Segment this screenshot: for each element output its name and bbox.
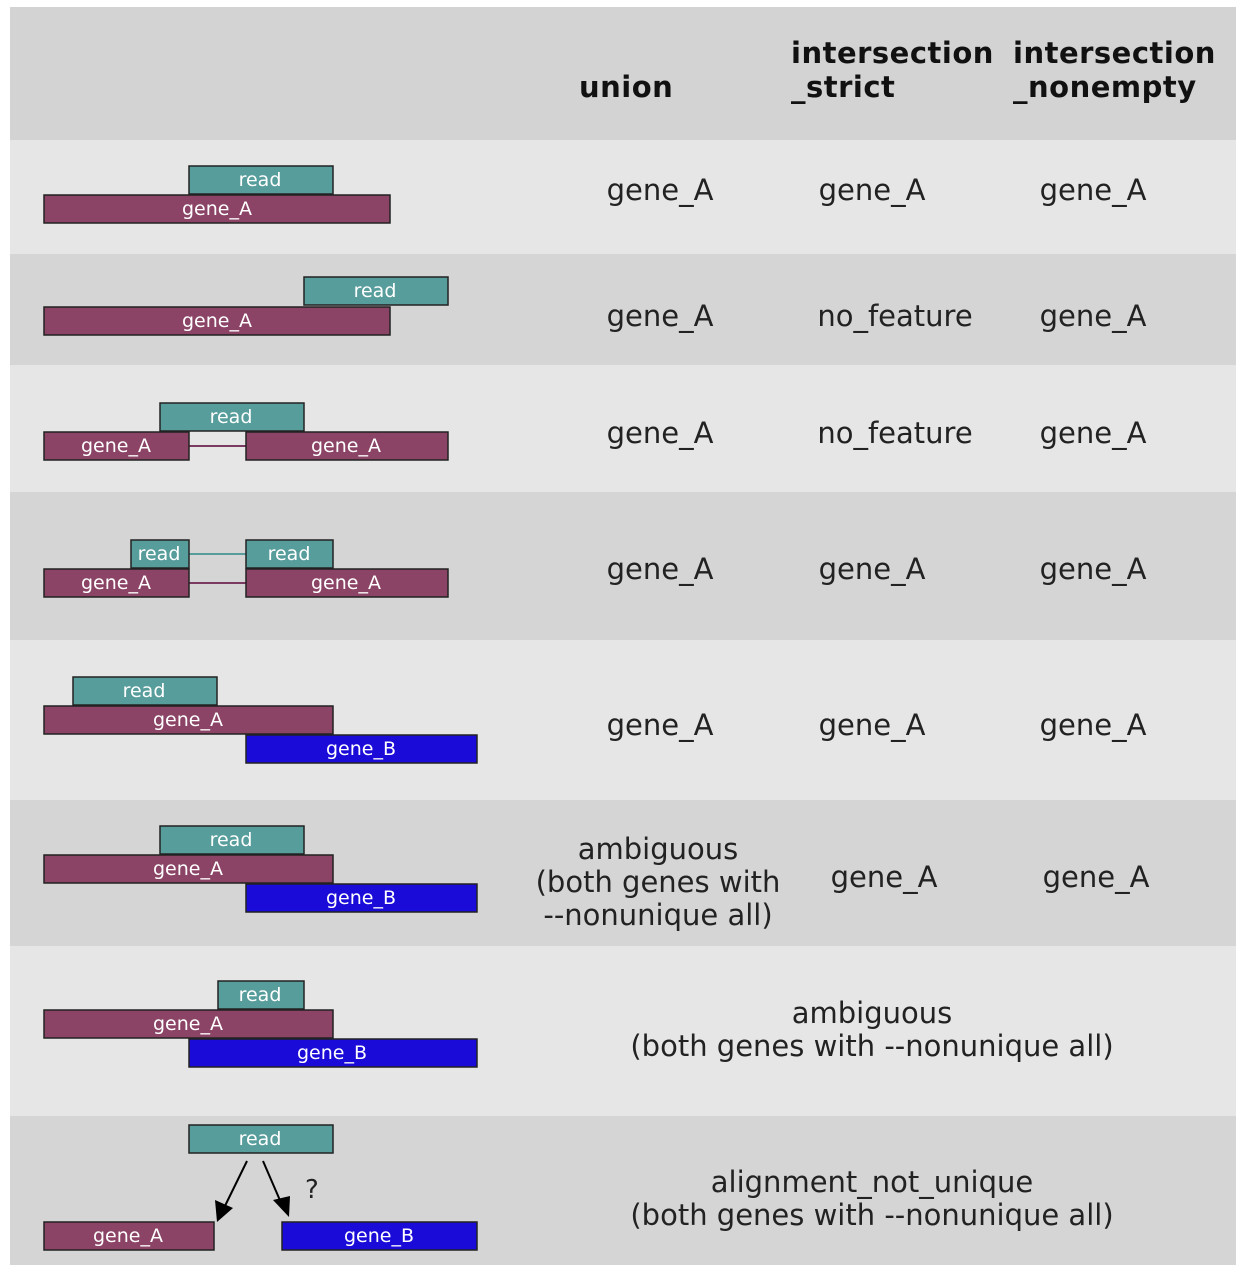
read-box <box>159 402 305 432</box>
read-label: read <box>210 406 253 428</box>
read-box-2 <box>245 539 334 569</box>
read-box <box>217 980 305 1010</box>
diagram-read-spans-intron: read gene_A gene_A <box>43 402 449 461</box>
nonempty-result: gene_A <box>1039 416 1147 450</box>
read-box <box>188 165 334 195</box>
union-result: gene_A <box>606 416 714 450</box>
gene-a-exon-1 <box>43 431 190 461</box>
nonempty-result: gene_A <box>1039 299 1147 333</box>
arrowhead-right <box>273 1196 290 1217</box>
union-result: gene_A <box>606 299 714 333</box>
gene-a-label: gene_A <box>182 198 252 220</box>
read-label: read <box>239 984 282 1006</box>
gene-a-box <box>43 705 334 735</box>
gene-a-label: gene_A <box>153 1013 223 1035</box>
table-row: read gene_A gene_A gene_A gene_A <box>10 140 1236 254</box>
gene-a-exon-2 <box>245 568 449 598</box>
table-row: read gene_A gene_A gene_A no_feature gen… <box>10 365 1236 492</box>
gene-b-label: gene_B <box>297 1042 367 1064</box>
gene-a-box <box>43 1221 215 1251</box>
header-intersection-nonempty: intersection _nonempty <box>1013 36 1216 104</box>
strict-result: gene_A <box>818 552 926 586</box>
table-row: read read gene_A gene_A gene_A gene_A ge… <box>10 492 1236 640</box>
read-label: read <box>239 1128 282 1150</box>
header-intersection-strict: intersection _strict <box>791 36 994 104</box>
read-label: read <box>268 543 311 565</box>
gene-a-label: gene_A <box>311 572 381 594</box>
table-row: read gene_A gene_B gene_A gene_A gene_A <box>10 640 1236 800</box>
gene-a-box <box>43 194 391 224</box>
header-row: union intersection _strict intersection … <box>10 7 1236 140</box>
arrowhead-left <box>215 1200 233 1222</box>
gene-b-label: gene_B <box>326 887 396 909</box>
strict-result: gene_A <box>818 708 926 742</box>
read-label: read <box>123 680 166 702</box>
gene-a-label: gene_A <box>182 310 252 332</box>
strict-result: gene_A <box>830 860 938 894</box>
diagram-multimapping-read: read ? gene_A gene_B <box>43 1124 478 1251</box>
gene-a-label: gene_A <box>311 435 381 457</box>
gene-b-box <box>245 734 478 764</box>
table-row: read gene_A gene_A no_feature gene_A <box>10 254 1236 365</box>
read-label: read <box>210 829 253 851</box>
read-box <box>72 676 218 706</box>
gene-b-label: gene_B <box>326 738 396 760</box>
nonempty-result: gene_A <box>1039 552 1147 586</box>
read-label: read <box>239 169 282 191</box>
nonempty-result: gene_A <box>1039 173 1147 207</box>
htseq-count-modes-table: union intersection _strict intersection … <box>10 7 1236 1265</box>
table-row: read gene_A gene_B ambiguous (both genes… <box>10 800 1236 946</box>
read-box-1 <box>130 539 190 569</box>
union-result: ambiguous (both genes with --nonunique a… <box>535 832 781 932</box>
diagram-read-overlaps-both: read gene_A gene_B <box>43 825 478 913</box>
gene-a-exon-2 <box>245 431 449 461</box>
gene-a-box <box>43 854 334 884</box>
gene-a-label: gene_A <box>153 709 223 731</box>
read-box <box>188 1124 334 1154</box>
gene-a-box <box>43 306 391 336</box>
read-box <box>303 276 449 306</box>
strict-result: no_feature <box>817 416 973 450</box>
nonempty-result: gene_A <box>1042 860 1150 894</box>
question-mark: ? <box>305 1175 319 1205</box>
strict-result: no_feature <box>817 299 973 333</box>
gene-b-box <box>245 883 478 913</box>
diagram-read-within-overlap: read gene_A gene_B <box>43 980 478 1068</box>
read-box <box>159 825 305 855</box>
gene-b-box <box>281 1221 478 1251</box>
gene-a-label: gene_A <box>81 572 151 594</box>
all-modes-result: ambiguous (both genes with --nonunique a… <box>630 996 1114 1063</box>
union-result: gene_A <box>606 552 714 586</box>
diagram-read-overhangs-gene: read gene_A <box>43 276 449 336</box>
diagram-read-within-gene: read gene_A <box>43 165 391 224</box>
arrow-to-gene-b <box>262 1160 283 1206</box>
gene-b-box <box>188 1038 478 1068</box>
read-label: read <box>354 280 397 302</box>
gene-a-label: gene_A <box>93 1225 163 1247</box>
read-label: read <box>138 543 181 565</box>
union-result: gene_A <box>606 708 714 742</box>
arrow-to-gene-a <box>221 1160 248 1213</box>
diagram-read-in-gene-a-only: read gene_A gene_B <box>43 676 478 764</box>
gene-a-box <box>43 1009 334 1039</box>
diagram-spliced-read: read read gene_A gene_A <box>43 539 449 598</box>
all-modes-result: alignment_not_unique (both genes with --… <box>630 1165 1114 1232</box>
gene-b-label: gene_B <box>344 1225 414 1247</box>
gene-a-exon-1 <box>43 568 190 598</box>
gene-a-label: gene_A <box>81 435 151 457</box>
nonempty-result: gene_A <box>1039 708 1147 742</box>
header-union: union <box>579 70 674 104</box>
table-row: read gene_A gene_B ambiguous (both genes… <box>10 946 1236 1116</box>
strict-result: gene_A <box>818 173 926 207</box>
union-result: gene_A <box>606 173 714 207</box>
gene-a-label: gene_A <box>153 858 223 880</box>
table-row: read ? gene_A gene_B alignment_not_uniqu… <box>10 1116 1236 1265</box>
